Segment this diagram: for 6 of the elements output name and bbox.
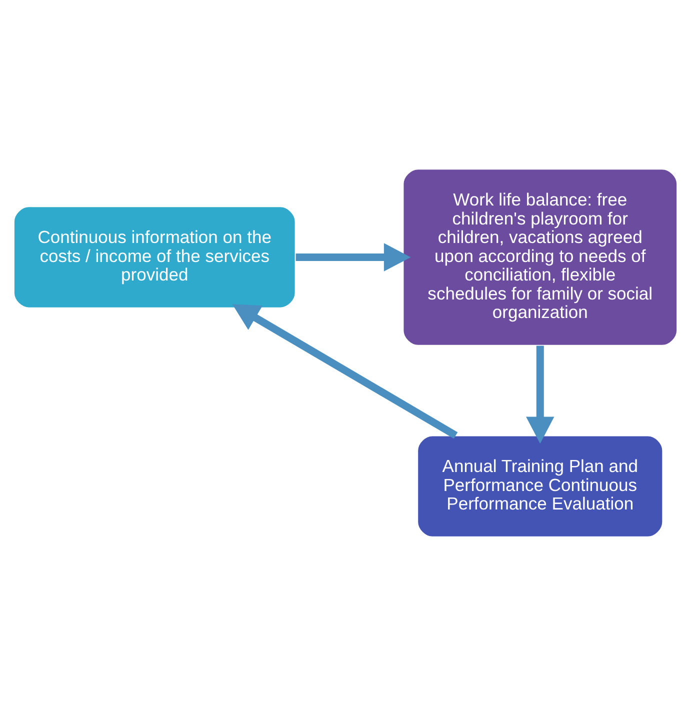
node-box: Annual Training Plan and Performance Continuous Performance Evaluation xyxy=(416,434,664,538)
arrow xyxy=(526,345,554,444)
node-box: Work life balance: free children's playroom for children, vacations agreed upon according to needs of conciliation, flexible schedules for family or social organization xyxy=(402,168,678,346)
node-box: Continuous information on the costs / income of the services provided xyxy=(13,205,296,308)
arrow xyxy=(232,304,458,438)
arrow xyxy=(296,242,411,271)
